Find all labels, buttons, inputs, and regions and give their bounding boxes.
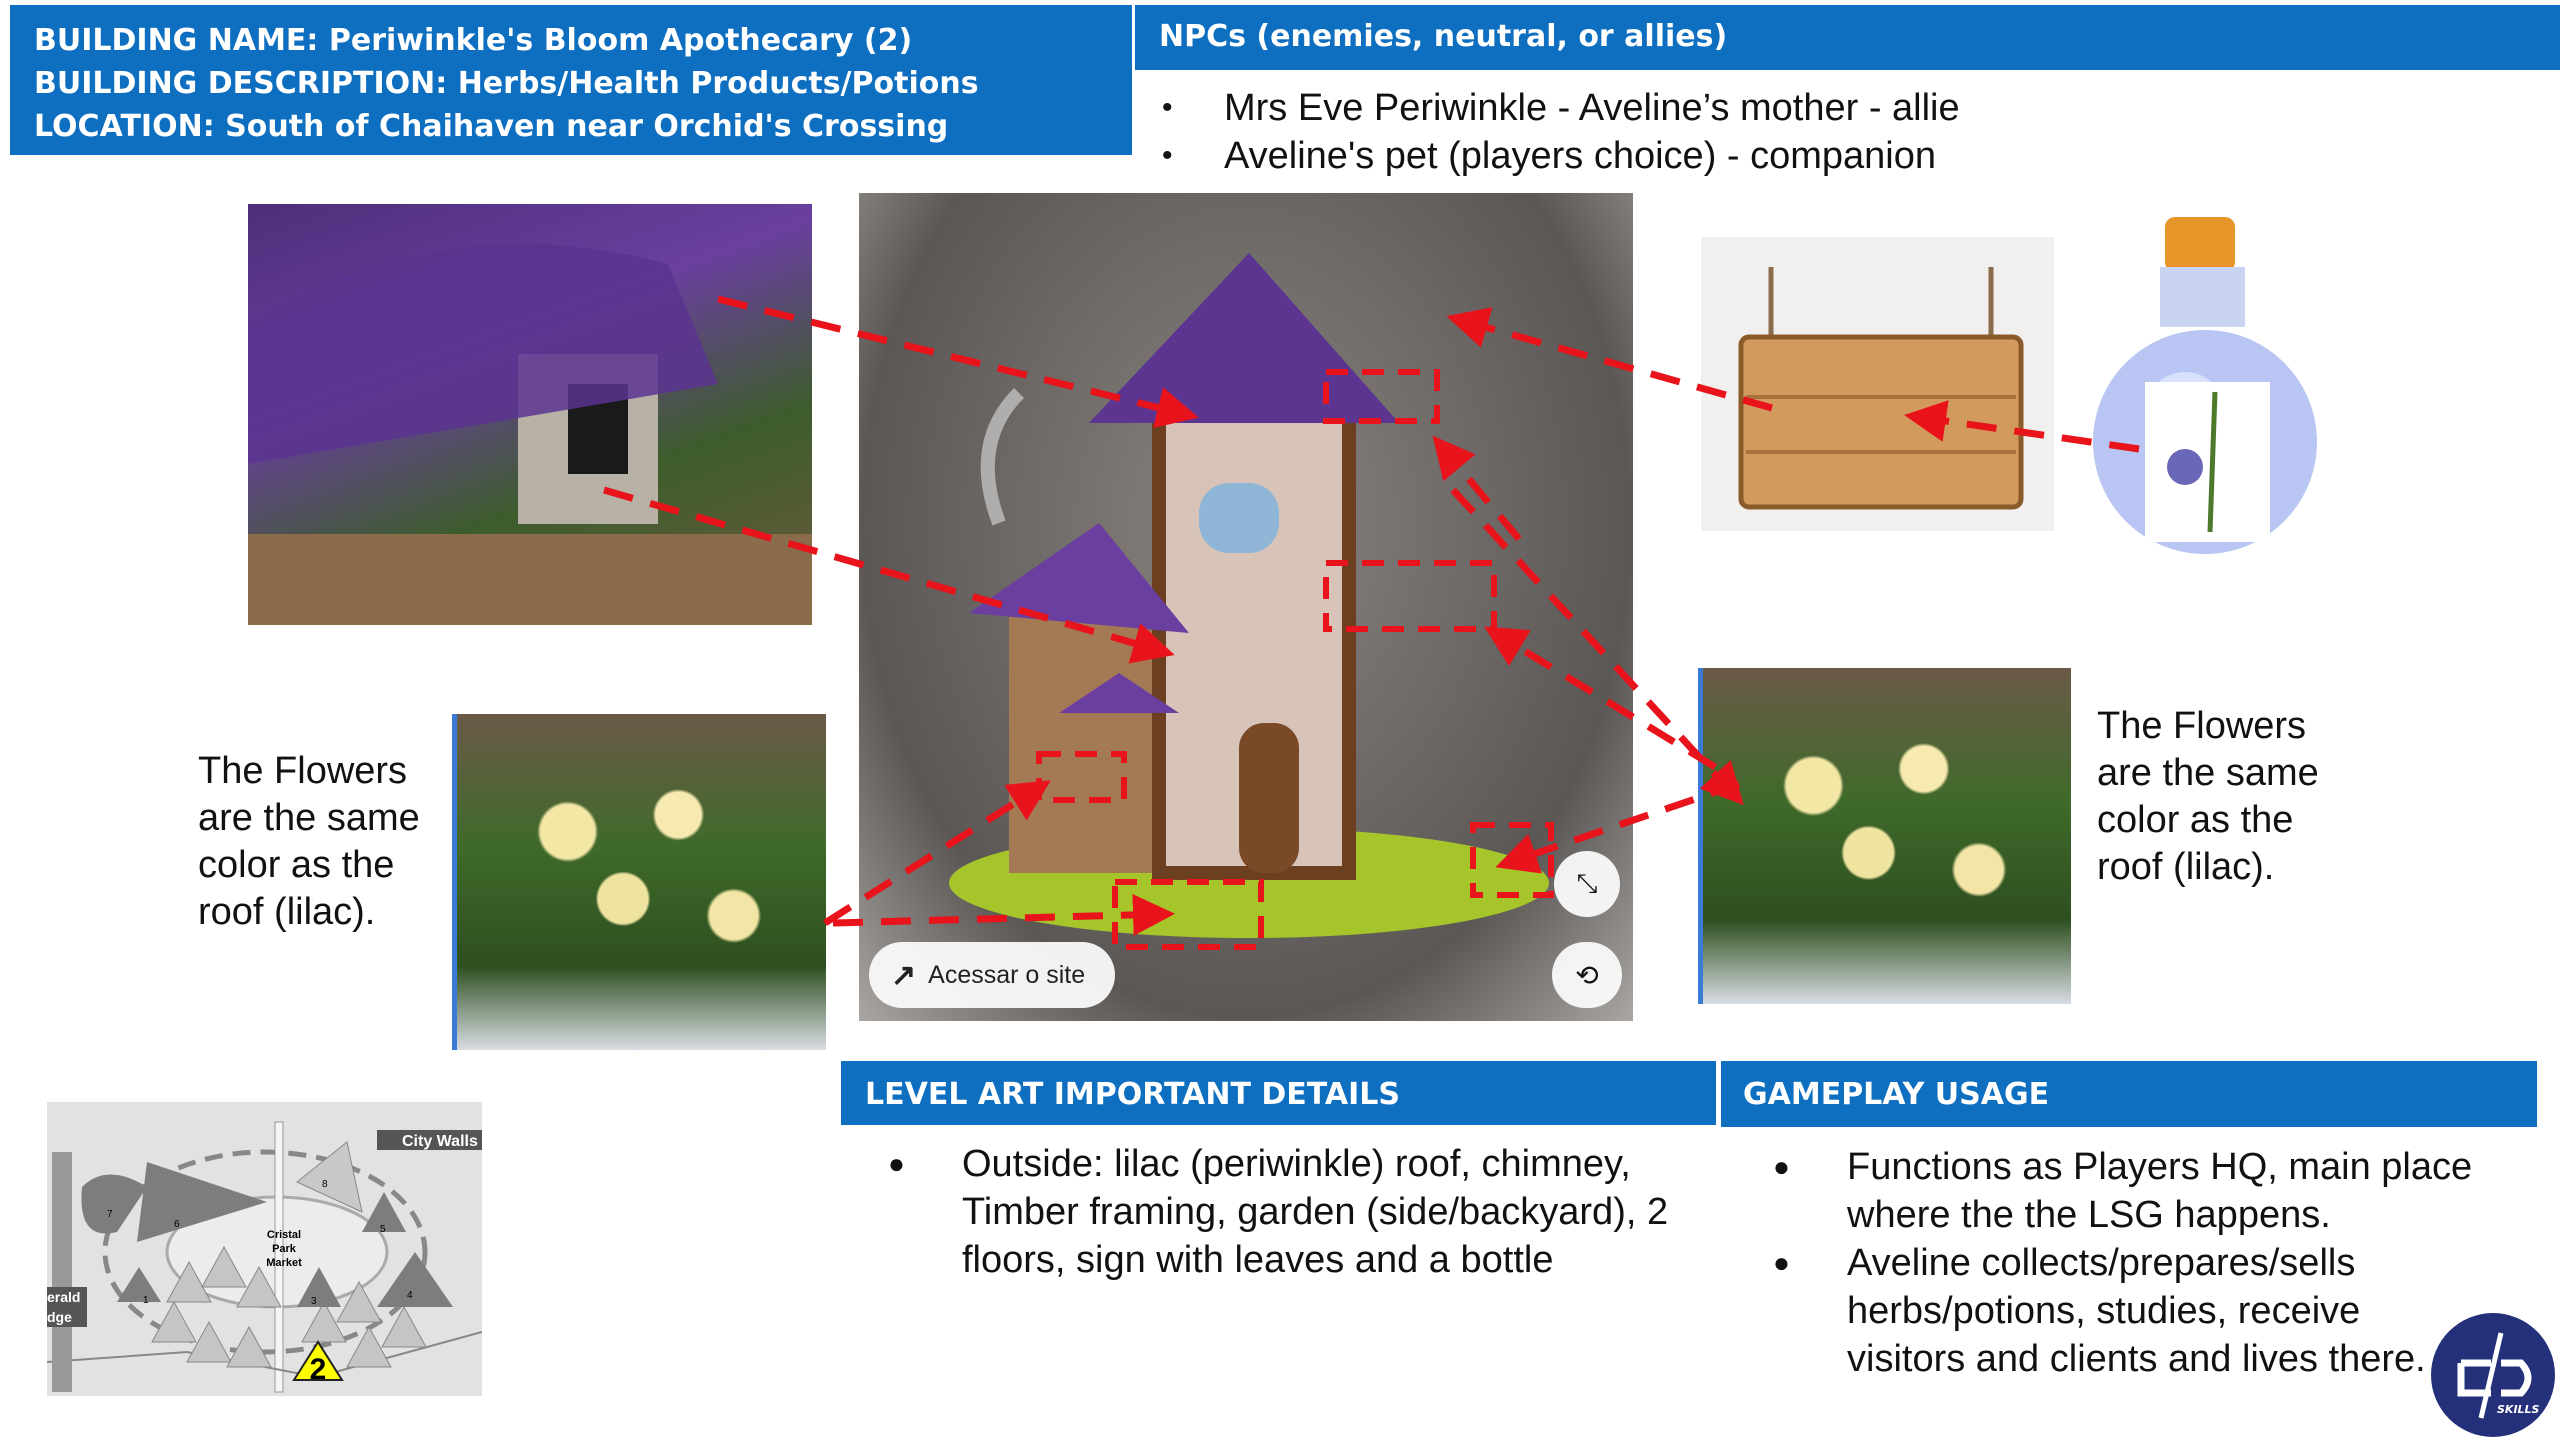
- map-label: dge: [47, 1309, 72, 1325]
- visual-search-button[interactable]: ⟲: [1552, 942, 1622, 1008]
- gameplay-header: GAMEPLAY USAGE: [1721, 1061, 2537, 1127]
- map-label: Market: [266, 1257, 302, 1269]
- map-label: erald: [47, 1289, 80, 1305]
- expand-icon: ⤡: [1576, 868, 1598, 898]
- gd-skills-logo: SKILLS: [2431, 1313, 2555, 1437]
- expand-button[interactable]: ⤡: [1554, 851, 1620, 917]
- roof-closeup-image: [248, 204, 812, 625]
- flowers-note-left: The Flowers are the same color as the ro…: [198, 748, 420, 936]
- map-label: City Walls: [402, 1133, 478, 1150]
- level-art-item: Outside: lilac (periwinkle) roof, chimne…: [888, 1140, 1688, 1284]
- building-name: BUILDING NAME: Periwinkle's Bloom Apothe…: [34, 23, 913, 58]
- map-marker: 1: [143, 1295, 149, 1306]
- wooden-sign-image: [1701, 237, 2054, 531]
- note-line: roof (lilac).: [198, 891, 376, 933]
- level-art-list: Outside: lilac (periwinkle) roof, chimne…: [888, 1140, 1688, 1284]
- location-map: 2 1 3 4 5 6 7 8 Cristal Park Market City…: [47, 1102, 482, 1396]
- note-line: The Flowers: [2097, 705, 2307, 747]
- note-line: color as the: [2097, 799, 2294, 841]
- flowers-closeup-image-right: [1698, 668, 2071, 1004]
- building-location: LOCATION: South of Chaihaven near Orchid…: [34, 109, 949, 144]
- potion-bottle-image: [2090, 212, 2319, 563]
- visit-site-label: Acessar o site: [928, 960, 1086, 989]
- gameplay-item: Aveline collects/prepares/sells herbs/po…: [1773, 1239, 2473, 1383]
- map-marker: 4: [407, 1290, 413, 1301]
- npc-item: Mrs Eve Periwinkle - Aveline’s mother - …: [1162, 84, 1960, 132]
- gameplay-list: Functions as Players HQ, main place wher…: [1773, 1143, 2473, 1383]
- highlight-marker: [292, 1340, 344, 1381]
- map-marker: 8: [322, 1179, 328, 1190]
- visit-site-button[interactable]: ↗ Acessar o site: [869, 942, 1115, 1008]
- map-marker: 3: [311, 1296, 317, 1307]
- note-line: The Flowers: [198, 750, 408, 792]
- visual-search-icon: ⟲: [1575, 959, 1599, 991]
- note-line: color as the: [198, 844, 395, 886]
- flowers-closeup-image-left: [452, 714, 826, 1050]
- map-marker: 5: [380, 1224, 386, 1235]
- map-marker: 6: [174, 1219, 180, 1230]
- flowers-note-right: The Flowers are the same color as the ro…: [2097, 703, 2319, 891]
- npc-list: Mrs Eve Periwinkle - Aveline’s mother - …: [1162, 84, 1960, 180]
- logo-text: SKILLS: [2497, 1403, 2540, 1416]
- arrow-up-right-icon: ↗: [891, 958, 917, 992]
- gameplay-item: Functions as Players HQ, main place wher…: [1773, 1143, 2473, 1239]
- map-label: Park: [272, 1243, 297, 1255]
- map-marker-2: 2: [310, 1353, 327, 1386]
- note-line: are the same: [198, 797, 420, 839]
- house-concept-image[interactable]: [859, 193, 1633, 1021]
- building-info-header: BUILDING NAME: Periwinkle's Bloom Apothe…: [10, 5, 1132, 155]
- note-line: are the same: [2097, 752, 2319, 794]
- level-art-header: LEVEL ART IMPORTANT DETAILS: [841, 1061, 1716, 1125]
- npc-item: Aveline's pet (players choice) - compani…: [1162, 132, 1960, 180]
- note-line: roof (lilac).: [2097, 846, 2275, 888]
- npcs-header: NPCs (enemies, neutral, or allies): [1135, 5, 2560, 70]
- building-description: BUILDING DESCRIPTION: Herbs/Health Produ…: [34, 66, 979, 101]
- map-marker: 7: [107, 1209, 113, 1220]
- map-label: Cristal: [267, 1229, 301, 1241]
